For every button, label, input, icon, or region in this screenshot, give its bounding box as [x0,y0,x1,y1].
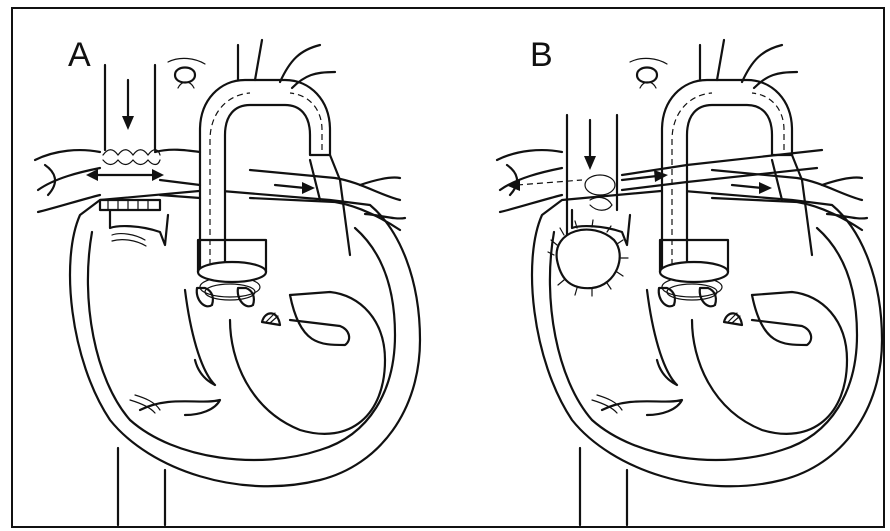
panel-b-label: B [530,38,553,72]
panel-a-illustration [35,40,420,525]
panel-a-label: A [68,38,91,72]
panel-b-illustration [497,40,882,525]
